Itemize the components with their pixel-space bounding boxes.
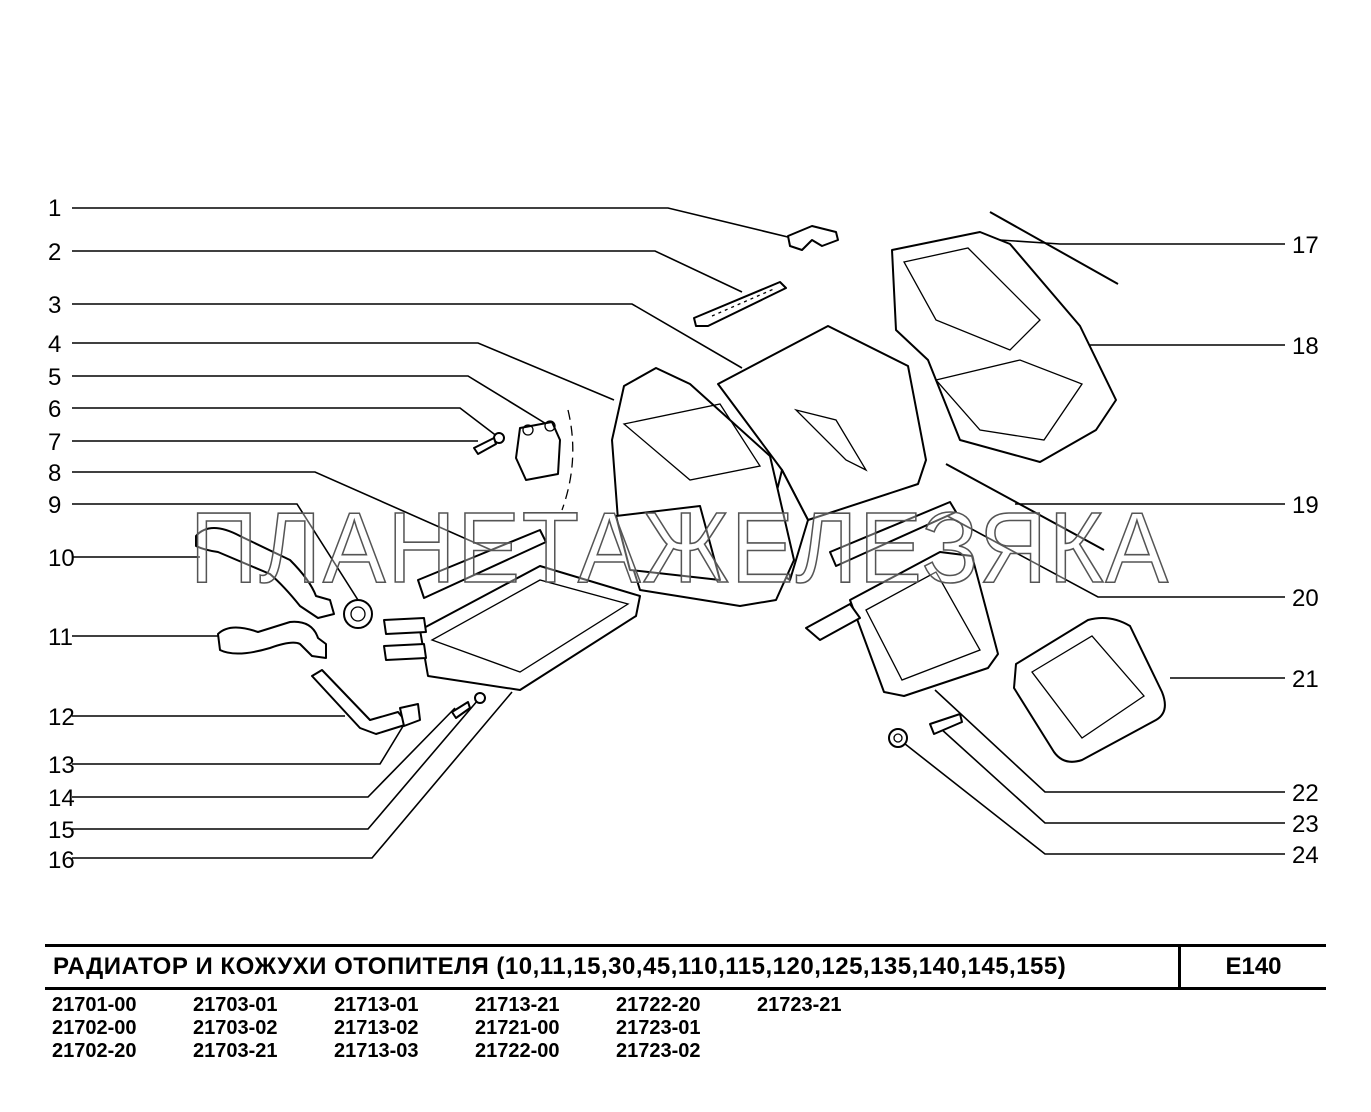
model-code: 21722-00 [475, 1040, 560, 1062]
model-list: 21701-00 21702-00 21702-20 21703-01 2170… [52, 994, 898, 1063]
callout-4: 4 [48, 331, 61, 358]
callout-2: 2 [48, 239, 61, 266]
callout-13: 13 [48, 752, 75, 779]
callout-15: 15 [48, 817, 75, 844]
callout-16: 16 [48, 847, 75, 874]
model-code: 21723-02 [616, 1040, 701, 1062]
part-20-seal-strip [829, 501, 957, 567]
model-code: 21713-21 [475, 994, 560, 1016]
model-code: 21703-02 [193, 1017, 278, 1039]
model-code: 21701-00 [52, 994, 137, 1016]
part-1-clip [787, 225, 839, 251]
callout-14: 14 [48, 785, 75, 812]
callout-6: 6 [48, 396, 61, 423]
part-7-screw [473, 437, 497, 455]
model-code: 21723-01 [616, 1017, 701, 1039]
model-code: 21702-20 [52, 1040, 137, 1062]
model-code: 21713-02 [334, 1017, 419, 1039]
part-4-heater-housing [611, 367, 795, 607]
part-11-hose [217, 620, 327, 659]
title-block: РАДИАТОР И КОЖУХИ ОТОПИТЕЛЯ (10,11,15,30… [45, 944, 1326, 990]
part-16-heater-radiator [383, 565, 641, 691]
part-22-frame-bracket [805, 551, 999, 697]
part-14-screw [451, 701, 471, 719]
callout-11: 11 [48, 624, 73, 651]
page-code: E140 [1225, 953, 1282, 980]
callout-22: 22 [1292, 780, 1319, 807]
watermark: ПЛАНЕТАЖЕЛЕЗЯКА [190, 492, 1170, 604]
model-code: 21703-21 [193, 1040, 278, 1062]
callout-1: 1 [48, 195, 61, 222]
model-code: 21721-00 [475, 1017, 560, 1039]
part-2-tie-strap [693, 281, 787, 327]
callout-20: 20 [1292, 585, 1319, 612]
part-8-seal-strip [417, 529, 547, 599]
exploded-parts-diagram: 1 2 3 4 5 6 7 8 9 10 11 12 13 14 15 16 1… [48, 195, 1319, 874]
callout-7: 7 [48, 429, 61, 456]
model-code: 21702-00 [52, 1017, 137, 1039]
part-5-damper-actuator [515, 409, 574, 511]
callout-17: 17 [1292, 232, 1319, 259]
page-title: РАДИАТОР И КОЖУХИ ОТОПИТЕЛЯ (10,11,15,30… [53, 953, 1067, 980]
model-code: 21703-01 [193, 994, 278, 1016]
leader-lines [72, 207, 1285, 859]
part-10-hose [195, 527, 335, 619]
callout-12: 12 [48, 704, 75, 731]
callout-24: 24 [1292, 842, 1319, 869]
part-9-clamp [343, 599, 373, 629]
callouts-left: 1 2 3 4 5 6 7 8 9 10 11 12 13 14 15 16 [48, 195, 75, 874]
part-17-rod [989, 211, 1119, 285]
part-19-rod [945, 463, 1105, 551]
part-13-clip [399, 703, 421, 727]
part-15-washer [474, 692, 486, 704]
model-code: 21723-21 [757, 994, 842, 1016]
part-23-bolt [929, 713, 963, 735]
callout-10: 10 [48, 545, 75, 572]
part-24-nut [888, 728, 908, 748]
part-12-tube [311, 669, 409, 735]
part-21-gasket-frame [1013, 617, 1166, 763]
model-code: 21722-20 [616, 994, 701, 1016]
callouts-right: 17 18 19 20 21 22 23 24 [1292, 232, 1319, 869]
part-18-air-intake-cover [891, 231, 1117, 463]
callout-21: 21 [1292, 666, 1319, 693]
title-divider [1178, 947, 1181, 990]
callout-9: 9 [48, 492, 61, 519]
callout-23: 23 [1292, 811, 1319, 838]
model-code: 21713-01 [334, 994, 419, 1016]
callout-5: 5 [48, 364, 61, 391]
callout-19: 19 [1292, 492, 1319, 519]
callout-3: 3 [48, 292, 61, 319]
callout-18: 18 [1292, 333, 1319, 360]
model-code: 21713-03 [334, 1040, 419, 1062]
callout-8: 8 [48, 460, 61, 487]
